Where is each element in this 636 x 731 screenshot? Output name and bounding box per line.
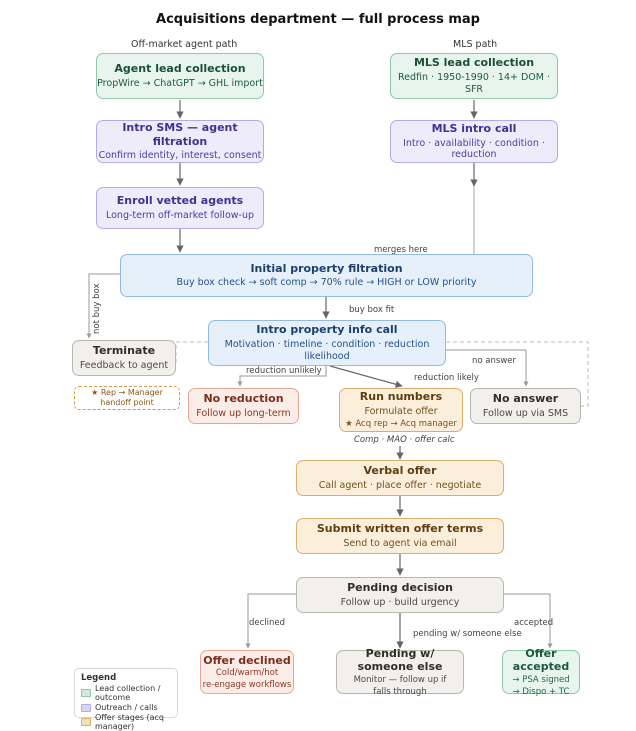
node-initial-property-filtration: Initial property filtration Buy box chec… bbox=[120, 254, 533, 297]
node-subtitle: Follow up long-term bbox=[196, 407, 291, 419]
node-subtitle: Confirm identity, interest, consent bbox=[98, 150, 262, 162]
label-comp-calc: Comp · MAO · offer calc bbox=[354, 435, 455, 445]
node-title: Intro property info call bbox=[256, 323, 398, 337]
node-note: ★ Acq rep → Acq manager bbox=[345, 419, 457, 429]
edge-no-answer bbox=[446, 349, 529, 387]
legend-swatch bbox=[81, 718, 91, 726]
legend-label: Lead collection / outcome bbox=[95, 684, 161, 702]
node-subtitle: PropWire → ChatGPT → GHL import bbox=[97, 77, 263, 89]
edge-accepted bbox=[503, 593, 553, 649]
node-agent-lead-collection: Agent lead collection PropWire → ChatGPT… bbox=[96, 53, 264, 99]
edge-declined bbox=[245, 593, 298, 649]
handoff-line-2: handoff point bbox=[100, 398, 154, 407]
node-subtitle-2: re-engage workflows bbox=[202, 679, 292, 690]
page-title: Acquisitions department — full process m… bbox=[156, 12, 480, 27]
node-enroll-vetted-agents: Enroll vetted agents Long-term off-marke… bbox=[96, 187, 264, 229]
legend-label: Outreach / calls bbox=[95, 703, 158, 712]
node-title: Initial property filtration bbox=[250, 261, 403, 275]
node-subtitle: Monitor — follow up if bbox=[353, 675, 447, 686]
node-title: Intro SMS — agent filtration bbox=[122, 120, 238, 148]
node-subtitle: Buy box check → soft comp → 70% rule → H… bbox=[176, 277, 477, 289]
node-subtitle: Motivation · timeline · condition · redu… bbox=[224, 339, 430, 362]
legend: Legend Lead collection / outcome Outreac… bbox=[74, 668, 178, 731]
label-reduction-unlikely: reduction unlikely bbox=[246, 366, 322, 376]
node-subtitle: Follow up · build urgency bbox=[340, 596, 460, 608]
legend-swatch bbox=[81, 703, 91, 712]
node-no-answer: No answer Follow up via SMS bbox=[470, 388, 581, 424]
node-subtitle: Feedback to agent bbox=[79, 359, 169, 371]
node-subtitle: Follow up via SMS bbox=[482, 407, 569, 419]
legend-item: Outreach / calls bbox=[81, 703, 171, 712]
node-subtitle: Formulate offer bbox=[364, 406, 438, 418]
node-pending-decision: Pending decision Follow up · build urgen… bbox=[296, 577, 504, 613]
node-intro-sms: Intro SMS — agent filtration Confirm ide… bbox=[96, 120, 264, 163]
legend-label: Offer stages (acq manager) bbox=[95, 713, 164, 731]
label-reduction-likely: reduction likely bbox=[414, 373, 479, 383]
header-mls-path: MLS path bbox=[453, 39, 498, 50]
node-title: Enroll vetted agents bbox=[116, 194, 244, 208]
node-title: No reduction bbox=[203, 392, 284, 406]
node-no-reduction: No reduction Follow up long-term bbox=[188, 388, 299, 424]
node-title: Offer accepted bbox=[512, 646, 570, 674]
edge-dashed-loop-left bbox=[175, 341, 208, 364]
node-submit-written-offer: Submit written offer terms Send to agent… bbox=[296, 518, 504, 554]
node-title: Offer declined bbox=[203, 653, 291, 667]
handoff-line-1: ★ Rep → Manager bbox=[91, 388, 163, 398]
edge-reduction-likely bbox=[329, 365, 403, 388]
node-title: Pending w/ someone else bbox=[357, 646, 443, 674]
node-run-numbers: Run numbers Formulate offer ★ Acq rep → … bbox=[339, 388, 463, 432]
node-offer-accepted: Offer accepted → PSA signed → Dispo + TC bbox=[502, 646, 580, 697]
node-subtitle: Cold/warm/hot bbox=[215, 668, 279, 679]
node-subtitle: Intro · availability · condition · reduc… bbox=[403, 137, 545, 161]
node-subtitle: Long-term off-market follow-up bbox=[105, 209, 254, 221]
node-title: Pending decision bbox=[347, 581, 453, 595]
edge-not-buy-box bbox=[86, 273, 120, 339]
node-subtitle: Call agent · place offer · negotiate bbox=[318, 479, 482, 491]
node-title: Run numbers bbox=[359, 390, 443, 404]
legend-title: Legend bbox=[81, 673, 117, 683]
node-verbal-offer: Verbal offer Call agent · place offer · … bbox=[296, 460, 504, 496]
label-not-buy-box: not buy box bbox=[92, 283, 102, 334]
node-title: MLS intro call bbox=[431, 121, 517, 135]
node-mls-lead-collection: MLS lead collection Redfin · 1950-1990 ·… bbox=[390, 53, 558, 99]
node-title: Terminate bbox=[92, 344, 156, 358]
node-subtitle-2: → Dispo + TC bbox=[512, 686, 570, 697]
node-mls-intro-call: MLS intro call Intro · availability · co… bbox=[390, 120, 558, 163]
node-title: Submit written offer terms bbox=[316, 522, 484, 536]
node-subtitle: → PSA signed bbox=[512, 675, 570, 686]
node-subtitle: Redfin · 1950-1990 · 14+ DOM · SFR bbox=[397, 72, 551, 95]
label-merges-here: merges here bbox=[374, 245, 428, 255]
legend-swatch bbox=[81, 689, 91, 697]
legend-item: Offer stages (acq manager) bbox=[81, 713, 171, 731]
node-pending-someone-else: Pending w/ someone else Monitor — follow… bbox=[336, 646, 464, 697]
label-declined: declined bbox=[249, 618, 286, 628]
node-offer-declined: Offer declined Cold/warm/hot re-engage w… bbox=[200, 650, 294, 694]
node-title: Verbal offer bbox=[363, 464, 437, 478]
node-terminate: Terminate Feedback to agent bbox=[72, 340, 176, 376]
node-title: No answer bbox=[492, 392, 559, 406]
label-buy-box-fit: buy box fit bbox=[349, 305, 395, 315]
node-title: MLS lead collection bbox=[413, 56, 535, 70]
edge-dashed-loop-right bbox=[446, 341, 589, 407]
edge-reduction-unlikely bbox=[237, 366, 327, 387]
handoff-point-note: ★ Rep → Manager handoff point bbox=[74, 386, 180, 410]
node-intro-property-info-call: Intro property info call Motivation · ti… bbox=[208, 320, 446, 366]
label-no-answer: no answer bbox=[472, 356, 516, 366]
node-subtitle-2: falls through bbox=[373, 686, 427, 697]
node-title: Agent lead collection bbox=[114, 62, 246, 76]
label-pending-someone-else: pending w/ someone else bbox=[413, 629, 522, 639]
legend-item: Lead collection / outcome bbox=[81, 684, 171, 702]
header-off-market-path: Off-market agent path bbox=[131, 39, 238, 50]
label-accepted: accepted bbox=[514, 618, 554, 628]
node-subtitle: Send to agent via email bbox=[343, 537, 457, 549]
